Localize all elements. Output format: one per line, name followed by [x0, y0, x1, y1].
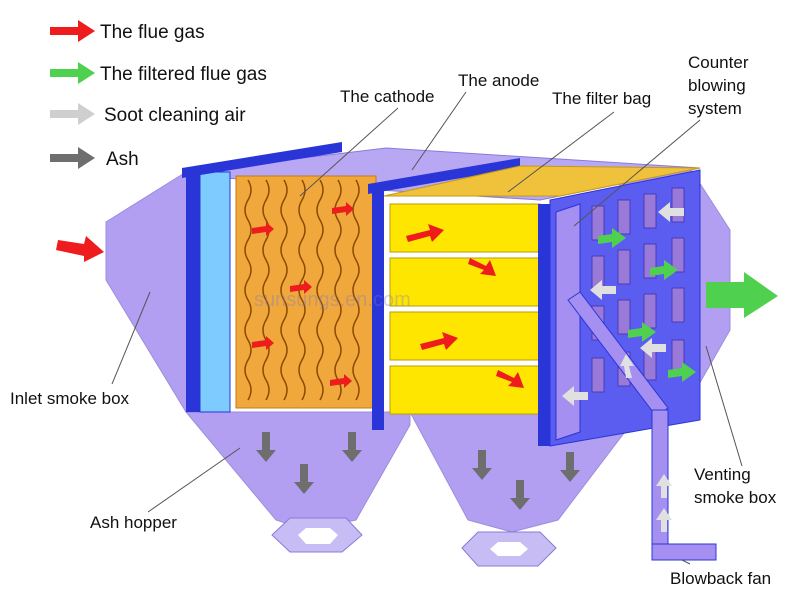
cathode-section [182, 142, 377, 413]
anode-section [368, 158, 701, 430]
flue-gas-arrow-icon [50, 20, 95, 42]
hopper-outlet-right-hole [490, 542, 528, 556]
component-labels: The cathode The anode The filter bag Cou… [10, 53, 777, 588]
soot-air-arrow-icon [50, 103, 95, 125]
counter-blowing-label-line1: Counter [688, 53, 749, 72]
ash-arrows [256, 432, 580, 510]
ash-hopper-label: Ash hopper [90, 513, 177, 532]
anode-plate-2 [389, 257, 541, 307]
inlet-smoke-box [105, 171, 201, 413]
hopper-outlet-left-hole [298, 528, 338, 544]
leader-lines [111, 91, 743, 565]
anode-plate-1 [389, 203, 541, 253]
legend-ash-label: Ash [106, 149, 139, 170]
cathode-flow-arrows [252, 202, 354, 388]
filter-bag [555, 203, 581, 441]
left-frame-post [186, 172, 200, 412]
left-frame-light [199, 171, 231, 413]
soot-air-arrows [562, 202, 684, 406]
filtered-gas-arrow-icon [50, 62, 95, 84]
cathode-label: The cathode [340, 87, 435, 106]
ash-arrow-icon [50, 147, 95, 169]
outlet-filtered-gas-arrow [706, 272, 778, 318]
inlet-smoke-box-label: Inlet smoke box [10, 389, 130, 408]
watermark: sunsungs.en.com [254, 289, 411, 311]
counter-blowing-label-line3: system [688, 99, 742, 118]
legend-soot-air-label: Soot cleaning air [104, 105, 246, 126]
filtered-gas-arrows [598, 228, 696, 382]
anode-label: The anode [458, 71, 539, 90]
venting-smoke-box-label-line1: Venting [694, 465, 751, 484]
anode-flow-arrows [406, 224, 524, 388]
pipe-air-arrows [620, 354, 672, 532]
right-frame-post [538, 204, 550, 446]
anode-top [383, 165, 701, 197]
top-rail-left [182, 142, 342, 178]
blowback-pipe-elbow [651, 543, 717, 561]
mid-frame-post [372, 186, 384, 430]
filter-bag-label: The filter bag [552, 89, 651, 108]
inlet-flue-gas-arrow [56, 236, 104, 262]
legend-flue-gas-label: The flue gas [100, 22, 205, 43]
venting-smoke-box-label-line2: smoke box [694, 488, 777, 507]
bag-filter-section [538, 169, 717, 561]
anode-plate-3 [389, 311, 541, 361]
legend-filtered-gas-label: The filtered flue gas [100, 64, 267, 85]
top-rail-mid [368, 158, 520, 194]
counter-blowing-label-line2: blowing [688, 76, 746, 95]
anode-plate-4 [389, 365, 541, 415]
blowback-fan-label: Blowback fan [670, 569, 771, 588]
legend: The flue gas The filtered flue gas Soot … [50, 20, 267, 170]
